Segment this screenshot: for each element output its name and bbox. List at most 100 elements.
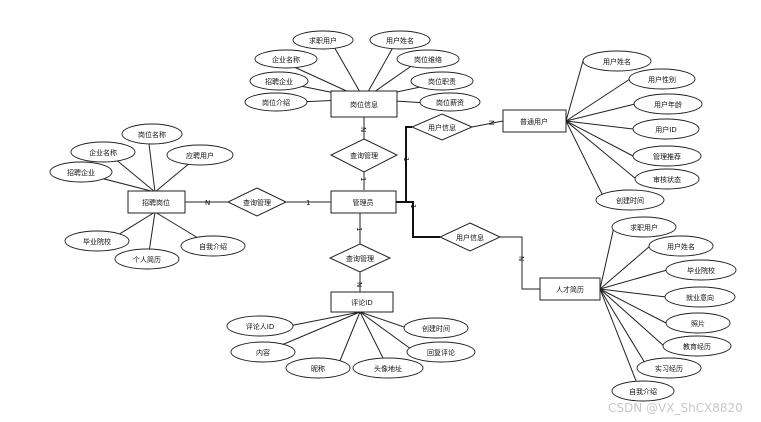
svg-text:创建时间: 创建时间 [422, 324, 450, 333]
attr-job-info-0: 求职用户 [292, 30, 354, 50]
entity-normal-user: 普通用户 [502, 109, 567, 133]
connection-lines [185, 117, 540, 292]
attr-normal-user-4: 管理推荐 [632, 145, 702, 167]
svg-text:岗位维络: 岗位维络 [414, 55, 442, 64]
svg-text:审核状态: 审核状态 [653, 175, 681, 184]
entity-comment: 评论ID [330, 291, 394, 313]
svg-text:自我介绍: 自我介绍 [629, 387, 657, 396]
svg-text:用户姓名: 用户姓名 [603, 57, 631, 66]
svg-text:自我介绍: 自我介绍 [199, 242, 227, 251]
attr-recruit-job-1: 企业名称 [70, 141, 136, 163]
card-user-bottom-1: 1 [409, 204, 417, 208]
attr-talent-resume-7: 自我介绍 [611, 380, 675, 402]
entity-normal-user-label: 普通用户 [520, 117, 548, 126]
entity-talent-resume: 人才简历 [539, 277, 601, 301]
card-comment-1: 1 [355, 227, 363, 231]
cardinality-labels: N 1 N 1 1 N 1 N 1 N [205, 120, 525, 287]
attr-recruit-job-3: 招聘企业 [49, 161, 113, 183]
entity-talent-resume-label: 人才简历 [556, 285, 584, 294]
relation-recruit-label: 查询管理 [243, 198, 271, 207]
svg-text:岗位薪资: 岗位薪资 [436, 98, 464, 107]
svg-text:创建时间: 创建时间 [616, 196, 644, 205]
attr-talent-resume-3: 就业意向 [664, 286, 736, 308]
svg-text:评论人ID: 评论人ID [246, 322, 274, 331]
entity-job-info-label: 岗位信息 [350, 100, 378, 109]
svg-text:实习经历: 实习经历 [655, 364, 683, 373]
svg-text:企业名称: 企业名称 [89, 148, 117, 157]
svg-text:应聘用户: 应聘用户 [186, 151, 214, 160]
svg-text:用户年龄: 用户年龄 [654, 100, 682, 109]
svg-text:求职用户: 求职用户 [309, 36, 337, 45]
entity-admin: 管理员 [330, 190, 397, 214]
attr-job-info-3: 岗位维络 [396, 49, 460, 69]
attr-job-info-5: 岗位职责 [410, 71, 474, 91]
attr-job-info-7: 岗位薪资 [419, 92, 481, 112]
svg-text:昵称: 昵称 [311, 364, 325, 373]
svg-text:管理推荐: 管理推荐 [653, 152, 681, 161]
svg-text:招聘企业: 招聘企业 [67, 168, 95, 177]
relation-job-info-label: 查询管理 [350, 151, 378, 160]
entity-recruit-job: 招聘岗位 [127, 190, 186, 214]
svg-text:用户姓名: 用户姓名 [667, 242, 695, 251]
svg-text:用户ID: 用户ID [655, 125, 676, 134]
attr-normal-user-5: 审核状态 [634, 168, 700, 190]
svg-text:岗位职责: 岗位职责 [428, 77, 456, 86]
svg-text:用户姓名: 用户姓名 [386, 36, 414, 45]
svg-text:用户性别: 用户性别 [648, 75, 676, 84]
attr-talent-resume-2: 毕业院校 [665, 259, 737, 281]
svg-text:就业意向: 就业意向 [686, 293, 714, 302]
relation-user-bottom-label: 用户信息 [456, 233, 484, 242]
svg-text:岗位介绍: 岗位介绍 [262, 98, 290, 107]
svg-text:毕业院校: 毕业院校 [687, 266, 715, 275]
svg-text:招聘企业: 招聘企业 [265, 77, 293, 86]
entity-recruit-job-label: 招聘岗位 [142, 198, 170, 207]
attr-job-info-1: 用户姓名 [369, 30, 431, 50]
svg-text:岗位名称: 岗位名称 [138, 130, 166, 139]
attr-recruit-job-6: 个人简历 [114, 248, 180, 270]
attr-recruit-job-5: 自我介绍 [180, 235, 246, 257]
card-job-info-1: 1 [359, 177, 367, 181]
attr-comment-3: 回复评论 [406, 341, 476, 363]
attr-talent-resume-4: 照片 [665, 312, 731, 334]
attr-normal-user-3: 用户ID [632, 118, 700, 140]
relation-user-top: 用户信息 [410, 113, 474, 141]
relation-comment-label: 查询管理 [346, 254, 374, 263]
svg-text:照片: 照片 [691, 319, 705, 328]
attr-normal-user-0: 用户姓名 [582, 50, 652, 72]
card-user-top-1: 1 [402, 157, 410, 161]
card-recruit-1: 1 [306, 199, 310, 207]
svg-text:毕业院校: 毕业院校 [83, 237, 111, 246]
entity-comment-label: 评论ID [351, 298, 372, 307]
entity-job-info: 岗位信息 [330, 90, 398, 118]
card-user-top-n: N [487, 120, 495, 125]
attr-normal-user-6: 创建时间 [595, 189, 665, 211]
attr-comment-2: 内容 [230, 341, 296, 363]
attr-job-info-6: 岗位介绍 [244, 92, 308, 112]
card-job-info-n: N [359, 127, 367, 132]
attr-talent-resume-6: 实习经历 [636, 357, 702, 379]
card-user-bottom-n: N [517, 256, 525, 261]
attr-comment-4: 昵称 [285, 357, 351, 379]
attr-comment-0: 评论人ID [226, 315, 294, 337]
svg-text:个人简历: 个人简历 [133, 255, 161, 264]
attr-comment-5: 头像地址 [352, 357, 424, 379]
attr-normal-user-2: 用户年龄 [633, 93, 703, 115]
card-recruit-n: N [205, 199, 210, 207]
attr-recruit-job-2: 应聘用户 [166, 144, 234, 166]
attr-job-info-2: 企业名称 [254, 49, 318, 69]
relation-job-info: 查询管理 [329, 138, 399, 173]
entity-admin-label: 管理员 [353, 198, 374, 207]
svg-text:教育经历: 教育经历 [683, 342, 711, 351]
card-comment-n: N [355, 282, 363, 287]
svg-text:头像地址: 头像地址 [374, 364, 402, 373]
attr-normal-user-1: 用户性别 [628, 68, 696, 90]
attr-talent-resume-0: 求职用户 [611, 216, 677, 238]
watermark: CSDN @VX_ShCX8820 [608, 401, 743, 415]
svg-text:内容: 内容 [256, 348, 270, 357]
attr-talent-resume-1: 用户姓名 [648, 235, 714, 257]
relation-user-bottom: 用户信息 [438, 222, 502, 252]
attr-recruit-job-4: 毕业院校 [64, 230, 130, 252]
relation-recruit: 查询管理 [226, 187, 288, 217]
svg-text:企业名称: 企业名称 [272, 55, 300, 64]
relation-user-top-label: 用户信息 [428, 123, 456, 132]
